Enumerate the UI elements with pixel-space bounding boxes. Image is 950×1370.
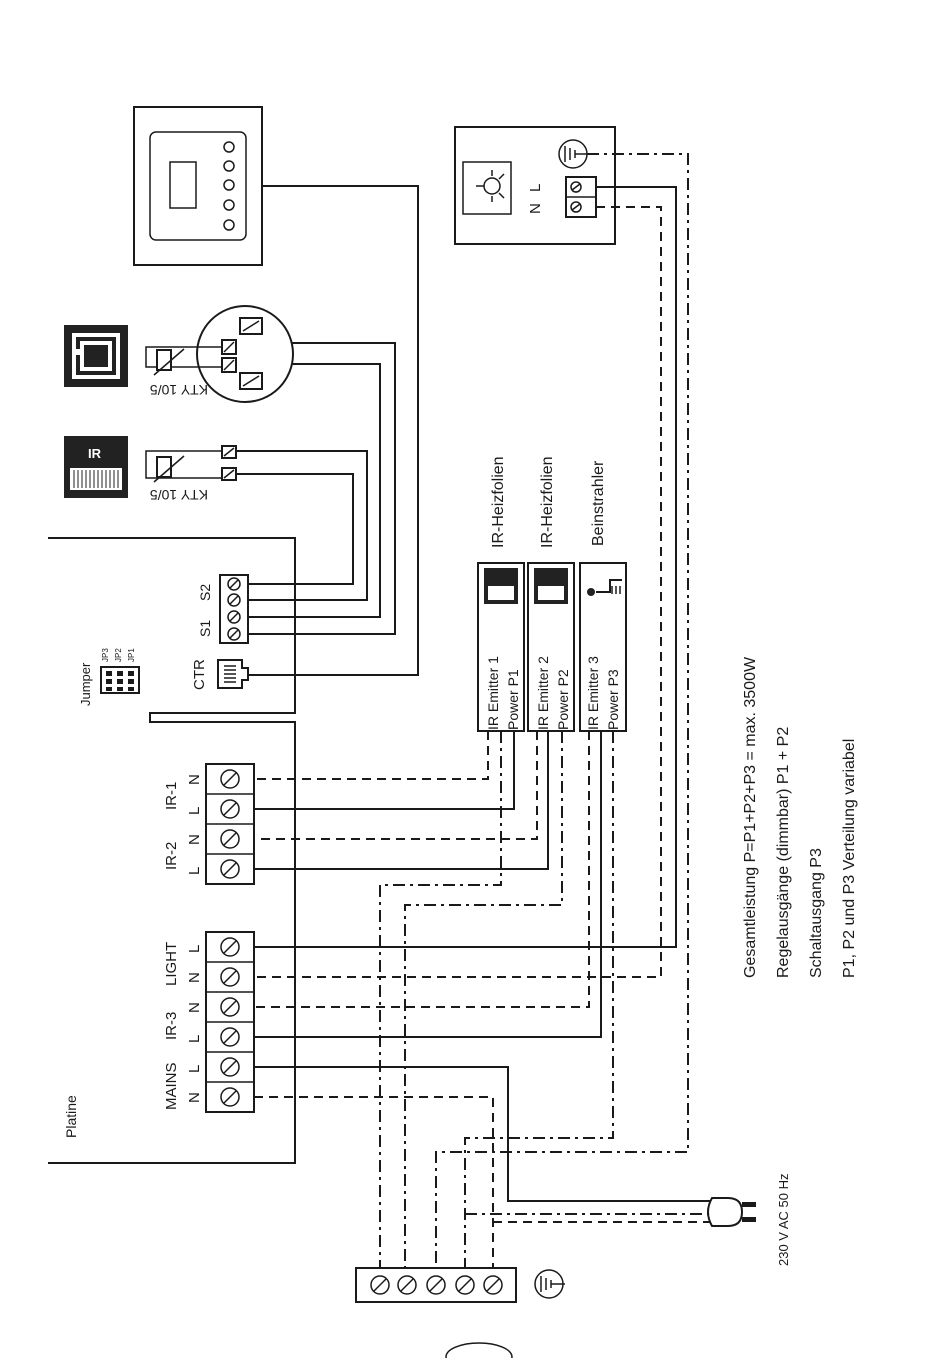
terminal-mains-group: MAINS [163, 1062, 180, 1110]
terminal-ir3-pin-n: N [186, 1002, 203, 1013]
mains-wires [254, 1066, 712, 1268]
terminal-light-pin-l: L [186, 945, 203, 953]
terminal-mains-pin-l: L [186, 1065, 203, 1073]
emitter-3-power: Power P3 [605, 669, 621, 730]
jumper-block [100, 666, 140, 694]
ctr-label: CTR [191, 659, 208, 690]
note-4: P1, P2 und P3 Verteilung variabel [841, 739, 858, 978]
terminal-light-group: LIGHT [163, 942, 180, 986]
cabin-icon [64, 325, 128, 387]
emitter-2-power: Power P2 [555, 669, 571, 730]
jumper-pin-jp1: JP1 [127, 648, 136, 662]
control-unit [133, 106, 263, 266]
earth-icon [534, 1269, 565, 1299]
terminal-strip-mains [205, 931, 255, 1113]
terminal-ir1-pin-n: N [186, 774, 203, 785]
terminal-ir2-pin-l: L [186, 867, 203, 875]
terminal-ir2-group: IR-2 [163, 842, 180, 870]
board-outline [48, 537, 296, 1164]
note-1: Gesamtleistung P=P1+P2+P3 = max. 3500W [742, 656, 759, 978]
emitter-box-2 [527, 562, 575, 732]
lamp-n-label: N [527, 203, 544, 214]
sensor-kty-2-label: KTY 10/5 [150, 382, 208, 398]
infrared-panel-icon: IR [64, 436, 128, 498]
sensor-kty-2 [145, 305, 294, 403]
jumper-title: Jumper [78, 662, 93, 706]
note-3: Schaltausgang P3 [808, 848, 825, 978]
emitter-1-power: Power P1 [505, 669, 521, 730]
mains-plug-icon [707, 1197, 756, 1227]
ctr-socket [217, 659, 249, 689]
note-2: Regelausgänge (dimmbar) P1 + P2 [775, 727, 792, 978]
terminal-mains-pin-n: N [186, 1092, 203, 1103]
emitter-wires [254, 731, 614, 1268]
supply-label: 230 V AC 50 Hz [776, 1174, 791, 1267]
emitter-box-3 [579, 562, 627, 732]
terminal-ir2-pin-n: N [186, 834, 203, 845]
emitter-3-name: IR Emitter 3 [585, 656, 601, 730]
emitter-3-heading: Beinstrahler [590, 460, 607, 546]
terminal-ir3-group: IR-3 [163, 1012, 180, 1040]
emitter-2-heading: IR-Heizfolien [539, 456, 556, 548]
jumper-pin-jp2: JP2 [114, 648, 123, 662]
emitter-box-1 [477, 562, 525, 732]
terminal-ir1-pin-l: L [186, 807, 203, 815]
sensor-kty-1 [145, 445, 237, 483]
distribution-terminal-block [355, 1267, 517, 1303]
terminal-ir3-pin-l: L [186, 1035, 203, 1043]
emitter-2-name: IR Emitter 2 [535, 656, 551, 730]
sensor-s1-label: S1 [197, 620, 213, 637]
terminal-light-pin-n: N [186, 972, 203, 983]
board-label: Platine [63, 1095, 79, 1138]
lamp-l-label: L [527, 184, 544, 192]
terminal-ir1-group: IR-1 [163, 782, 180, 810]
lamp-wires [254, 153, 689, 1268]
terminal-strip-ir [205, 763, 255, 885]
sensor-kty-1-label: KTY 10/5 [150, 487, 208, 503]
sensor-s2-label: S2 [197, 584, 213, 601]
lamp-box [454, 126, 616, 245]
sensor-wires [236, 185, 419, 676]
page-tab [440, 1342, 520, 1370]
jumper-pin-jp3: JP3 [101, 648, 110, 662]
emitter-1-name: IR Emitter 1 [485, 656, 501, 730]
svg-text:IR: IR [88, 446, 102, 461]
emitter-1-heading: IR-Heizfolien [490, 456, 507, 548]
sensor-terminal-block [219, 574, 249, 644]
